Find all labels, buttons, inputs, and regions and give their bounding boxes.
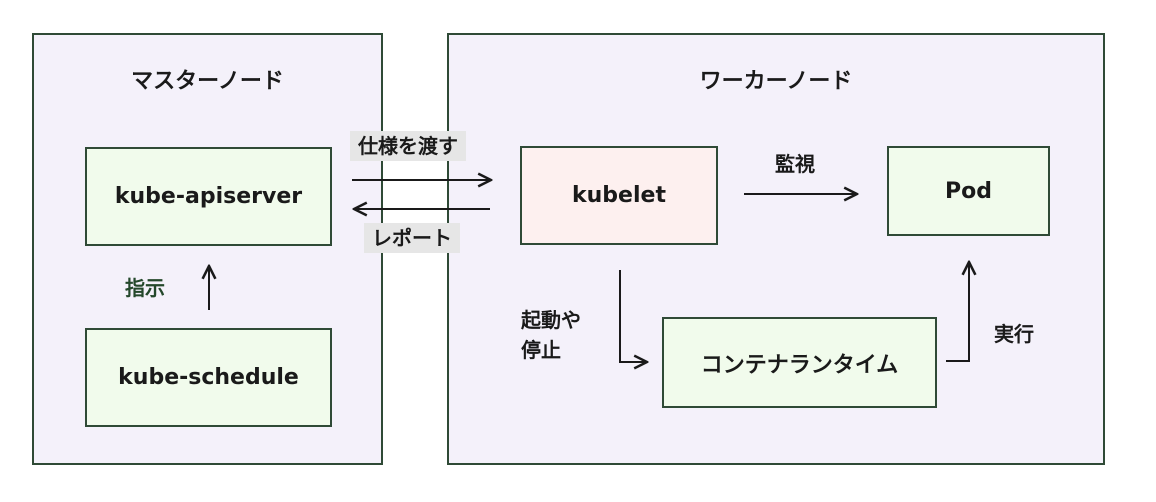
- kubelet-box: kubelet: [520, 146, 718, 245]
- kube-schedule-box: kube-schedule: [85, 328, 332, 427]
- spec-label: 仕様を渡す: [350, 131, 466, 161]
- start-stop-label-line2: 停止: [521, 338, 561, 362]
- master-node-title: マスターノード: [131, 69, 284, 94]
- exec-arrow: [946, 262, 969, 362]
- exec-label: 実行: [994, 322, 1034, 346]
- monitor-label: 監視: [775, 152, 815, 176]
- start-stop-label-line1: 起動や: [521, 308, 581, 332]
- kube-apiserver-box: kube-apiserver: [85, 147, 332, 246]
- instruct-label: 指示: [125, 276, 165, 300]
- start-stop-label: 起動や 停止: [521, 305, 581, 365]
- pod-box: Pod: [887, 146, 1050, 236]
- start-stop-arrow: [619, 270, 647, 362]
- report-label: レポート: [364, 223, 460, 253]
- container-runtime-box: コンテナランタイム: [662, 317, 937, 408]
- worker-node-title: ワーカーノード: [699, 69, 853, 94]
